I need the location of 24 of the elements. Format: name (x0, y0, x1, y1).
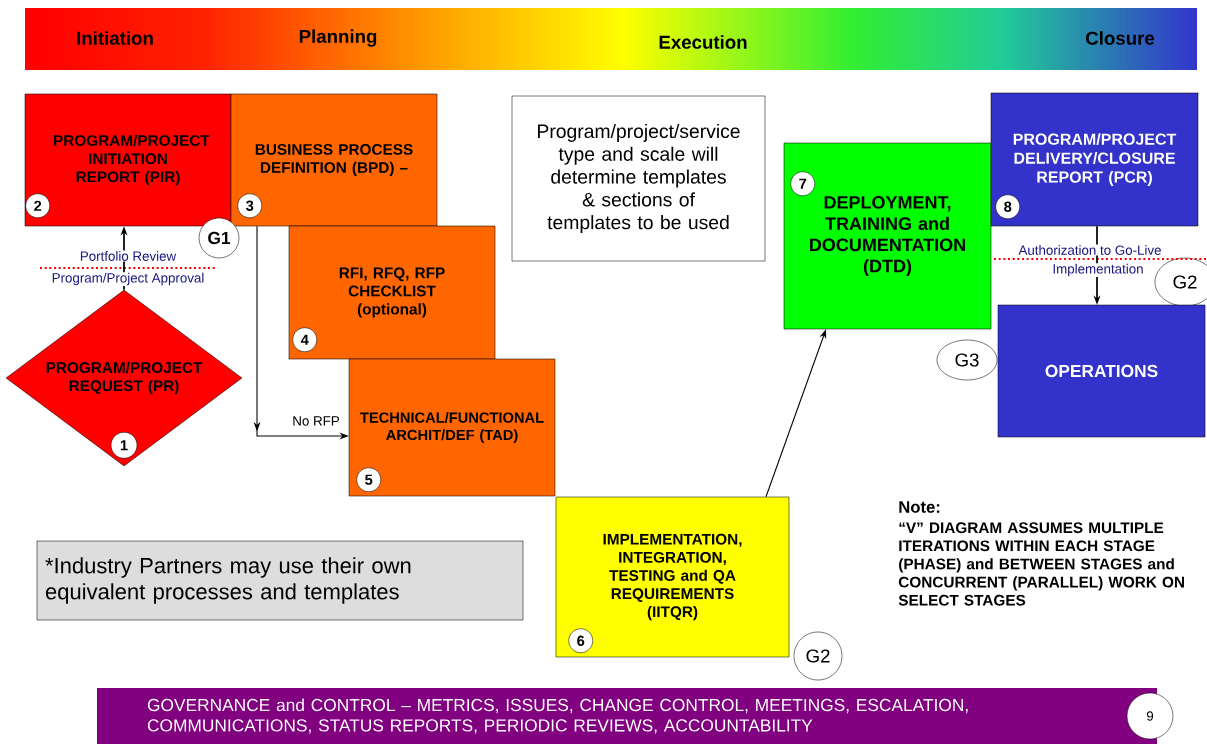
page-number: 9 (1126, 692, 1174, 740)
node-label: Execution (659, 35, 747, 49)
approval-label: Program/Project Approval (51, 272, 205, 286)
step-number: 6 (568, 628, 593, 653)
node-label: Closure (1086, 31, 1155, 45)
step-number: 2 (25, 193, 50, 218)
step-number: 8 (995, 194, 1020, 219)
step-number: 5 (356, 467, 381, 492)
node-label: Planning (299, 29, 377, 47)
note-box: *Industry Partners may use their own equivalent processes and templates (36, 540, 524, 621)
step-number: 3 (237, 193, 262, 218)
operations-box: OPERATIONS (997, 304, 1206, 438)
note-text: “V” DIAGRAM ASSUMES MULTIPLE ITERATIONS WITHIN EACH STAGE (PHASE) and BETWEEN STAGES and CONCURRENT (PARALLEL) WORK ON SELECT STAGES (898, 522, 1184, 606)
phase-band: Initiation Planning Execution Closure (25, 8, 1197, 70)
approval-label: Portfolio Review (79, 250, 177, 262)
step-number: 7 (790, 171, 815, 196)
step-number: 1 (110, 432, 138, 459)
approval-label: Authorization to Go-Live (1017, 244, 1163, 256)
note-heading: Note: (899, 501, 940, 513)
note-box: Program/project/service type and scale will determine templates & sections of templates to be used (511, 95, 766, 262)
node-label: Initiation (77, 31, 153, 45)
step-number: 4 (292, 327, 317, 352)
approval-label: Implementation (1051, 263, 1145, 277)
edge-label: No RFP (290, 415, 342, 427)
